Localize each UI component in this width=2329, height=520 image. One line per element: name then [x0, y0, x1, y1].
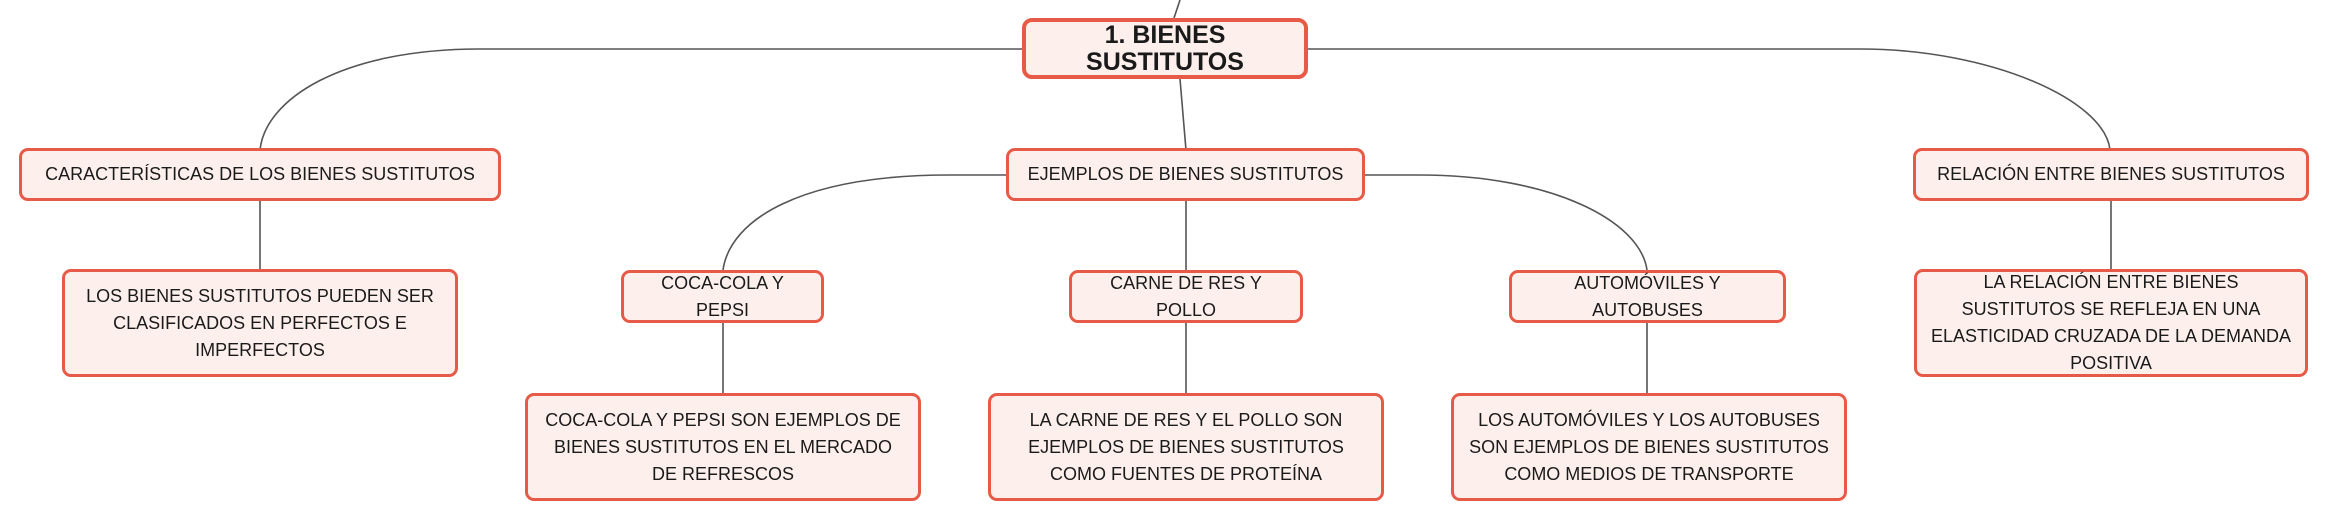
detail-carne-text: LA CARNE DE RES Y EL POLLO SON EJEMPLOS …	[1028, 409, 1344, 484]
edge-ejemplos-to-cocacola	[722, 174, 1007, 271]
detail-automoviles-text: LOS AUTOMÓVILES Y LOS AUTOBUSES SON EJEM…	[1469, 409, 1829, 484]
detail-caracteristicas-text: LOS BIENES SUSTITUTOS PUEDEN SER CLASIFI…	[86, 285, 434, 360]
subtopic-automoviles[interactable]: AUTOMÓVILES Y AUTOBUSES	[1509, 270, 1786, 323]
topic-caracteristicas[interactable]: CARACTERÍSTICAS DE LOS BIENES SUSTITUTOS	[19, 148, 501, 201]
topic-relacion-label: RELACIÓN ENTRE BIENES SUSTITUTOS	[1937, 164, 2285, 184]
root-topic-label: 1. BIENES SUSTITUTOS	[1086, 20, 1244, 76]
edge-root-to-relacion	[1308, 48, 2111, 151]
edge-root-to-caracteristicas	[259, 48, 1022, 151]
detail-relacion-text: LA RELACIÓN ENTRE BIENES SUSTITUTOS SE R…	[1930, 272, 2292, 373]
subtopic-carne-label: CARNE DE RES Y POLLO	[1110, 272, 1262, 320]
detail-relacion[interactable]: LA RELACIÓN ENTRE BIENES SUSTITUTOS SE R…	[1914, 269, 2308, 377]
topic-relacion[interactable]: RELACIÓN ENTRE BIENES SUSTITUTOS	[1913, 148, 2309, 201]
subtopic-cocacola[interactable]: COCA-COLA Y PEPSI	[621, 270, 824, 323]
edge-ejemplos-to-automoviles	[1363, 174, 1648, 271]
detail-carne[interactable]: LA CARNE DE RES Y EL POLLO SON EJEMPLOS …	[988, 393, 1384, 501]
topic-caracteristicas-label: CARACTERÍSTICAS DE LOS BIENES SUSTITUTOS	[45, 164, 475, 184]
topic-ejemplos-label: EJEMPLOS DE BIENES SUSTITUTOS	[1027, 164, 1344, 184]
detail-automoviles[interactable]: LOS AUTOMÓVILES Y LOS AUTOBUSES SON EJEM…	[1451, 393, 1847, 501]
detail-caracteristicas[interactable]: LOS BIENES SUSTITUTOS PUEDEN SER CLASIFI…	[62, 269, 458, 377]
detail-cocacola[interactable]: COCA-COLA Y PEPSI SON EJEMPLOS DE BIENES…	[525, 393, 921, 501]
detail-cocacola-text: COCA-COLA Y PEPSI SON EJEMPLOS DE BIENES…	[545, 409, 901, 484]
topic-ejemplos[interactable]: EJEMPLOS DE BIENES SUSTITUTOS	[1006, 148, 1365, 201]
subtopic-automoviles-label: AUTOMÓVILES Y AUTOBUSES	[1574, 272, 1721, 320]
subtopic-cocacola-label: COCA-COLA Y PEPSI	[661, 272, 784, 320]
root-topic[interactable]: 1. BIENES SUSTITUTOS	[1022, 18, 1308, 79]
subtopic-carne[interactable]: CARNE DE RES Y POLLO	[1069, 270, 1303, 323]
edge-root-to-ejemplos	[1179, 78, 1187, 151]
edge-parent-to-root	[1173, 0, 1181, 19]
